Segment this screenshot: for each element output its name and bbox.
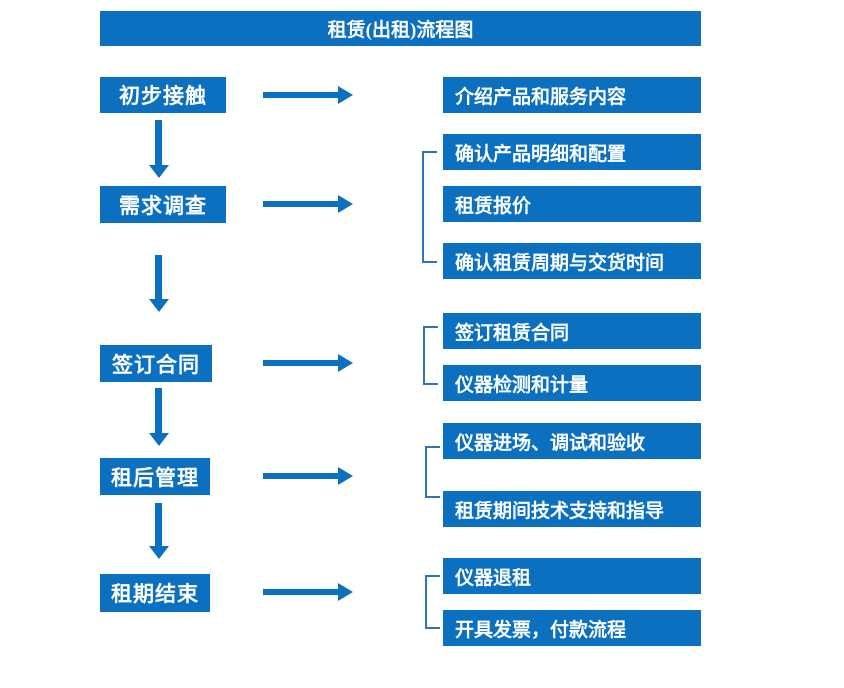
detail-box-introduce-products-services: 介绍产品和服务内容: [443, 77, 701, 113]
step-box-post-rental-management: 租后管理: [100, 458, 210, 495]
detail-box-instrument-entry-acceptance: 仪器进场、调试和验收: [443, 423, 701, 459]
step-box-sign-contract: 签订合同: [100, 345, 212, 382]
step-box-initial-contact: 初步接触: [100, 77, 226, 113]
group-bracket: [422, 151, 437, 263]
down-arrow-icon: [148, 503, 169, 559]
page-title: 租赁(出租)流程图: [327, 20, 474, 41]
right-arrow-icon: [263, 354, 353, 372]
detail-box-confirm-period-delivery: 确认租赁周期与交货时间: [443, 243, 701, 279]
detail-box-invoice-payment: 开具发票，付款流程: [443, 610, 701, 646]
right-arrow-icon: [263, 195, 353, 213]
detail-box-rental-quotation: 租赁报价: [443, 186, 701, 222]
group-bracket: [423, 326, 438, 385]
down-arrow-icon: [148, 388, 169, 446]
detail-box-technical-support: 租赁期间技术支持和指导: [443, 491, 701, 527]
step-box-demand-survey: 需求调查: [100, 186, 226, 223]
down-arrow-icon: [148, 255, 169, 312]
title-bar: 租赁(出租)流程图: [100, 11, 701, 46]
group-bracket: [425, 575, 440, 629]
group-bracket: [425, 446, 440, 498]
detail-box-instrument-return: 仪器退租: [443, 558, 701, 594]
step-box-lease-end: 租期结束: [100, 574, 210, 612]
right-arrow-icon: [263, 467, 353, 485]
right-arrow-icon: [263, 86, 353, 104]
down-arrow-icon: [148, 120, 169, 178]
right-arrow-icon: [263, 583, 353, 601]
detail-box-confirm-product-config: 确认产品明细和配置: [443, 134, 701, 170]
detail-box-sign-rental-contract: 签订租赁合同: [443, 313, 701, 349]
detail-box-instrument-testing-metering: 仪器检测和计量: [443, 365, 701, 401]
